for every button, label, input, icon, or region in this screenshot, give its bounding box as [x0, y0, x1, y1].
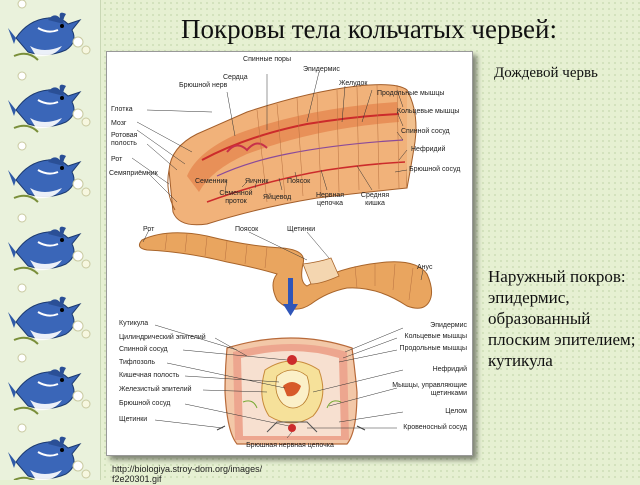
label-cross-left-8: Щетинки	[119, 416, 148, 423]
label-semennik: Семенник	[195, 178, 228, 185]
label-serdtsa: Сердца	[223, 74, 248, 81]
label-zheludok: Желудок	[339, 80, 368, 87]
side-label-outer-cover: Наружный покров: эпидермис, образованный…	[488, 267, 636, 370]
label-rot-top: Рот	[111, 156, 123, 163]
label-poyasok-middle: Поясок	[235, 226, 259, 233]
label-spinnye-pory: Спинные поры	[243, 56, 291, 63]
label-spinnoy-sosud-top: Спинной сосуд	[401, 128, 450, 135]
label-srednyaya-kishka: Средняя кишка	[360, 192, 390, 207]
label-nervnaya-tsepochka-top: Нервная цепочка	[315, 192, 345, 207]
label-glotka: Глотка	[111, 106, 133, 113]
label-cross-right-3: Продольные мышцы	[399, 345, 467, 352]
bird-border-icons	[7, 0, 91, 485]
label-bryushnaya-nervnaya-tsepochka: Брюшная нервная цепочка	[246, 442, 334, 449]
source-url[interactable]: http://biologiya.stroy-dom.org/images/ f…	[112, 464, 342, 484]
label-cross-left-3: Спинной сосуд	[119, 346, 168, 353]
label-cross-left-6: Железистый эпителий	[119, 386, 192, 393]
down-arrow-icon	[283, 278, 298, 316]
decorative-border	[0, 0, 101, 485]
label-yaytsevod: Яйцевод	[263, 194, 292, 201]
label-bryushnoy-nerv: Брюшной нерв	[179, 82, 228, 89]
label-cross-left-5: Кишечная полость	[119, 372, 180, 379]
label-rotovaya-polost: Ротовая полость	[111, 132, 138, 147]
label-semyapriemnik: Семяприёмник	[109, 170, 158, 177]
label-bryushnoy-sosud-top: Брюшной сосуд	[409, 166, 461, 173]
label-cross-left-1: Кутикула	[119, 320, 149, 327]
source-url-line-2[interactable]: f2e20301.gif	[112, 474, 162, 484]
label-mozg: Мозг	[111, 120, 127, 127]
diagram-panel: Спинные поры Сердца Эпидермис Брюшной не…	[106, 51, 473, 456]
label-shchetinki-middle: Щетинки	[287, 226, 316, 233]
label-semennoy-protok: Семенной проток	[219, 190, 253, 205]
worm-diagram-graphic	[131, 71, 433, 445]
label-yaichnik: Яичник	[245, 178, 269, 185]
label-cross-left-7: Брюшной сосуд	[119, 400, 171, 407]
label-cross-right-1: Эпидермис	[430, 322, 467, 329]
source-url-line-1[interactable]: http://biologiya.stroy-dom.org/images/	[112, 464, 263, 474]
label-cross-right-7: Кровеносный сосуд	[403, 424, 467, 431]
whole-worm-drawing	[138, 232, 433, 310]
side-label-earthworm: Дождевой червь	[494, 65, 598, 81]
label-epidermis-top: Эпидермис	[303, 66, 340, 73]
label-rot-middle: Рот	[143, 226, 155, 233]
label-cross-left-2: Цилиндрический эпителий	[119, 334, 206, 341]
label-nefridiy-top: Нефридий	[411, 146, 446, 153]
label-cross-left-4: Тифлозоль	[119, 359, 156, 366]
worm-longitudinal-section	[167, 84, 417, 226]
label-cross-right-6: Целом	[445, 408, 467, 415]
label-poyasok-top: Поясок	[287, 178, 311, 185]
slide-title: Покровы тела кольчатых червей:	[180, 14, 557, 44]
label-cross-right-4: Нефридий	[432, 366, 467, 373]
label-kolcevye-myshtsy-top: Кольцевые мышцы	[397, 108, 460, 115]
label-prodolnye-myshtsy-top: Продольные мышцы	[377, 90, 445, 97]
label-cross-right-5: Мышцы, управляющие щетинками	[392, 382, 467, 397]
label-cross-right-2: Кольцевые мышцы	[404, 333, 467, 340]
label-anus: Анус	[417, 264, 433, 271]
worm-cross-section	[216, 337, 366, 445]
